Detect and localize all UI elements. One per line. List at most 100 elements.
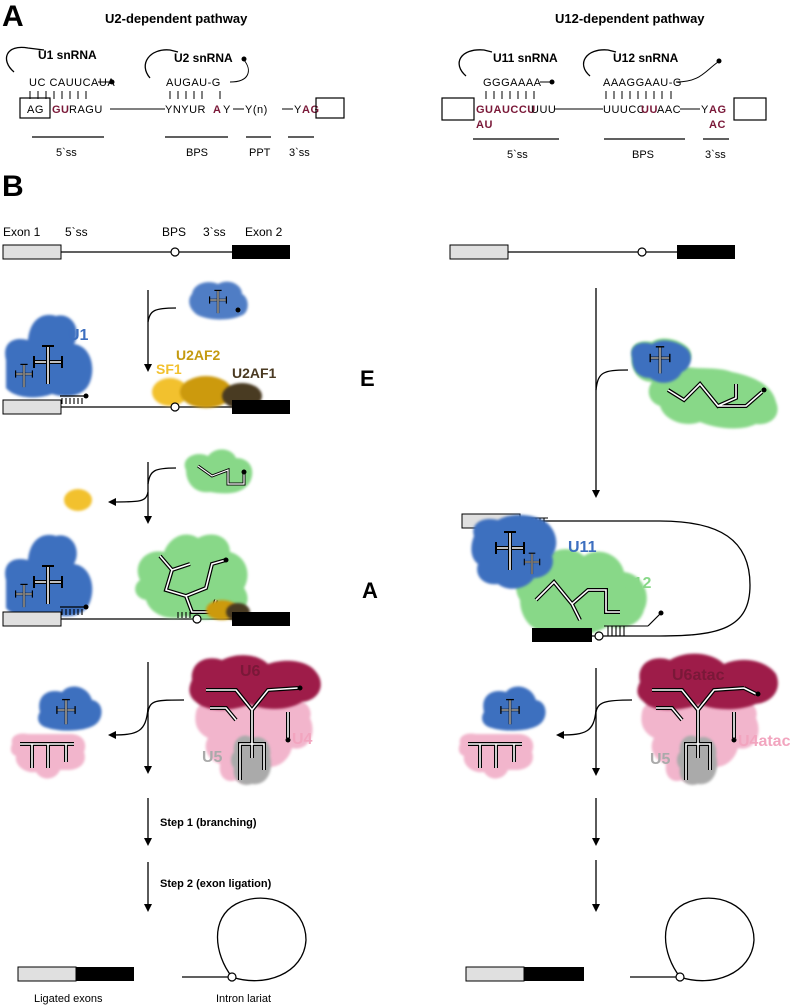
sf1-protein (152, 378, 188, 406)
u2-snrna-tail (229, 59, 249, 83)
u2af2-label: U2AF2 (176, 347, 221, 363)
ppt-caption: PPT (249, 147, 271, 159)
u2-pathway-title: U2-dependent pathway (105, 11, 248, 26)
u2-label: U2 (206, 543, 227, 560)
exon2-bar (232, 245, 290, 259)
u12-ss3-alt: AC (709, 119, 726, 131)
u2-blob (135, 534, 248, 620)
products-left: Ligated exons Intron lariat (17, 897, 307, 1005)
u12-ss3-y: Y (701, 104, 709, 116)
u2af2-protein (180, 376, 232, 408)
ppt-seq: Y(n) (245, 104, 268, 116)
sf1-released (64, 489, 92, 511)
u1-snrna-cap (109, 79, 115, 85)
ligated-exon2 (76, 967, 134, 981)
u12-ss5-alt: AU (476, 119, 493, 131)
u11-blob-a (471, 514, 557, 589)
ligated-exon1 (17, 966, 77, 982)
u11-label: U11 (568, 539, 597, 556)
u12-bps-branch: UU (641, 104, 658, 116)
bps-seq: YNYUR (165, 104, 206, 116)
u12-ss5-rest: UUU (531, 104, 556, 116)
u12-ss3-ag: AG (709, 104, 727, 116)
u1-incoming (189, 281, 248, 320)
exon2-label: Exon 2 (245, 225, 283, 239)
u5-label: U5 (202, 749, 223, 766)
exon1-end-seq: AG (27, 104, 44, 116)
complex-e-label: E (360, 366, 375, 391)
u12-snrna-sequence: AAAGGAAU-G (603, 77, 682, 89)
complex-a-label: A (362, 578, 378, 603)
u12-snrna-loop (583, 49, 617, 77)
exon1-bar (2, 244, 62, 260)
step1-label: Step 1 (branching) (160, 817, 257, 829)
u4atac-label: U4atac (738, 733, 791, 750)
tri-snrnp-right: U6atac U5 U4atac (637, 653, 791, 785)
arrow-1-join (147, 307, 177, 323)
u1-snrna-sequence: UC CAUUCAUA (29, 77, 115, 89)
u12-base-pairs (605, 91, 672, 99)
ss3-y: Y (294, 104, 302, 116)
complex-a-right: U11 U12 (461, 513, 751, 642)
u12-branch-point (637, 247, 647, 257)
u2-snrna-label: U2 snRNA (174, 51, 233, 65)
pre-mrna-left: Exon 1 5`ss BPS 3`ss Exon 2 (2, 225, 290, 260)
tri-snrnp-left: U6 U5 U4 (189, 655, 321, 785)
u12-snrna-tail (675, 61, 719, 83)
complex-e-left: U1 SF1 U2AF2 U2AF1 (2, 314, 290, 415)
u12-snrna-cap (716, 58, 722, 64)
bps-y: Y (223, 104, 231, 116)
u11-u12-incoming (631, 338, 778, 429)
right-arrows (556, 288, 633, 912)
ss3-label: 3`ss (203, 225, 226, 239)
arrow-2-exit (108, 491, 149, 506)
exon1-label: Exon 1 (3, 225, 41, 239)
u1-base-pairs (29, 91, 87, 99)
sf1-label: SF1 (156, 361, 182, 377)
bps-caption: BPS (186, 147, 208, 159)
u12-exon2-bar (677, 245, 735, 259)
u11-snrna-loop (458, 49, 493, 77)
u2-snrna-cap (241, 56, 247, 62)
u11-base-pairs (485, 91, 535, 99)
exon2-box (315, 97, 345, 119)
arrow-2-join (147, 467, 177, 485)
bps-branch-a: A (213, 104, 221, 116)
u1-snrna-loop (5, 46, 45, 73)
arrow-3-join (147, 699, 185, 713)
u2-snrna-sequence: AUGAU-G (166, 77, 221, 89)
ss5-label: 5`ss (65, 225, 88, 239)
arrow-3-exit (108, 707, 149, 739)
u11-snrna-cap (549, 79, 555, 85)
u1-snrna-label: U1 snRNA (38, 48, 97, 62)
u5-right-label: U5 (650, 751, 671, 768)
u12-intron-loop (520, 520, 751, 637)
u2-sequence-diagram: U1 snRNA UC CAUUCAUA AG GU RAGU U2 snRNA… (5, 46, 345, 159)
u6-label: U6 (240, 663, 261, 680)
u12-bps-caption: BPS (632, 149, 654, 161)
u2af1-label: U2AF1 (232, 365, 277, 381)
ss5-caption: 5`ss (56, 147, 77, 159)
u4-label: U4 (292, 731, 313, 748)
exon1-box (19, 97, 51, 119)
ligated-exons-label: Ligated exons (34, 993, 103, 1005)
released-u11-u4atac-right (458, 686, 546, 779)
ss5-gu: GU (52, 104, 70, 116)
ss3-ag: AG (302, 104, 320, 116)
intron-lariat (182, 897, 307, 982)
panel-a-label: A (2, 0, 24, 33)
u2-base-pairs (169, 91, 221, 99)
u12-pathway-title: U12-dependent pathway (555, 11, 705, 26)
u12-exon1-box (441, 97, 475, 121)
u2-incoming (184, 449, 253, 494)
bps-label: BPS (162, 225, 186, 239)
u12-label: U12 (622, 575, 651, 592)
u12-exon1-bar (449, 244, 509, 260)
u12-arrow-1-join (595, 369, 629, 391)
pre-mrna-right (449, 244, 735, 260)
u6-blob (189, 655, 321, 710)
ss3-caption: 3`ss (289, 147, 310, 159)
complex-a-left: U2 (2, 534, 290, 627)
released-u1-u4-left (10, 686, 102, 779)
panel-b-label: B (2, 170, 24, 203)
